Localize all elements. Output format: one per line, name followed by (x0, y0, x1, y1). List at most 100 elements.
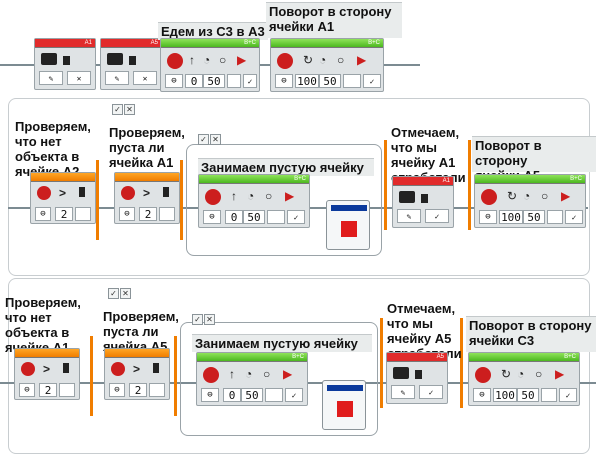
compare-block-a1[interactable]: > ⊖ 2 (14, 348, 80, 400)
steer-input[interactable]: 100 (295, 74, 319, 88)
move-block-occupy-row3[interactable]: B+C ↑ ◔ ○ ▶ ⊖ 0 50 ✓ (196, 352, 308, 406)
write-mode-icon[interactable]: ✎ (105, 71, 129, 85)
mode-dial-icon[interactable]: ⊖ (275, 74, 293, 88)
brake-toggle[interactable]: ✓ (287, 210, 305, 224)
variable-block-a5[interactable]: A5 ✎ ✕ (100, 38, 162, 90)
block-port-tag: B+C (368, 40, 380, 46)
mode-dial-icon[interactable]: ⊖ (473, 388, 491, 402)
loop-condition-false[interactable]: ✕ (124, 104, 135, 115)
mode-dial-icon[interactable]: ⊖ (109, 383, 125, 397)
output-port[interactable] (159, 207, 175, 221)
output-port[interactable] (59, 383, 75, 397)
move-tank-block[interactable]: B+C ↑ ◔ ○ ▶ ⊖ 0 50 ✓ (160, 38, 260, 92)
duration-input[interactable] (547, 210, 563, 224)
move-block-occupy-row2[interactable]: B+C ↑ ◔ ○ ▶ ⊖ 0 50 ✓ (198, 174, 310, 228)
compare-block-a2[interactable]: > ⊖ 2 (30, 172, 96, 224)
duration-input[interactable] (227, 74, 241, 88)
switch-case-false[interactable]: ✕ (210, 134, 221, 145)
threshold-input[interactable]: 2 (39, 383, 57, 397)
sensor-icon (37, 186, 51, 200)
mode-dial-icon[interactable]: ⊖ (201, 388, 219, 402)
value-icon[interactable]: ✕ (133, 71, 157, 85)
arrow-up-icon: ↑ (229, 367, 235, 381)
stop-icon: ▶ (237, 53, 247, 67)
output-port[interactable] (149, 383, 165, 397)
comment-mark-a5: Отмечаем, что мы ячейку А5 отработали (387, 301, 462, 361)
write-mode-icon[interactable]: ✎ (391, 385, 415, 399)
power-input[interactable]: 50 (203, 74, 225, 88)
block-header: B+C (199, 175, 309, 184)
steer-input[interactable]: 100 (499, 210, 523, 224)
loop-condition-false[interactable]: ✕ (120, 288, 131, 299)
brake-toggle[interactable]: ✓ (285, 388, 303, 402)
block-port-tag: B+C (294, 176, 306, 182)
compare-block-free-a5[interactable]: > ⊖ 2 (104, 348, 170, 400)
write-mode-icon[interactable]: ✎ (39, 71, 63, 85)
brake-toggle[interactable]: ✓ (559, 388, 577, 402)
timer-icon: ◔ (247, 189, 255, 203)
loop-condition-true[interactable]: ✓ (112, 104, 123, 115)
power-input[interactable]: 50 (523, 210, 545, 224)
variable-block-a1[interactable]: A1 ✎ ✕ (34, 38, 96, 90)
threshold-input[interactable]: 2 (55, 207, 73, 221)
value-icon[interactable]: ✓ (425, 209, 449, 223)
turn-block-a1[interactable]: B+C ↻ ◔ ○ ▶ ⊖ 100 50 ✓ (270, 38, 384, 92)
threshold-input[interactable]: 2 (129, 383, 147, 397)
mode-dial-icon[interactable]: ⊖ (479, 210, 497, 224)
steer-input[interactable]: 0 (223, 388, 241, 402)
write-mode-icon[interactable]: ✎ (397, 209, 421, 223)
steer-input[interactable]: 0 (225, 210, 243, 224)
duration-input[interactable] (267, 210, 285, 224)
motor-icon (481, 189, 497, 205)
switch-case-false[interactable]: ✕ (204, 314, 215, 325)
block-port-tag: A1 (84, 40, 92, 46)
block-port-tag: A1 (442, 178, 450, 184)
comment-turn-a1: Поворот в сторону ячейки А1 (266, 2, 402, 38)
brake-toggle[interactable]: ✓ (243, 74, 257, 88)
switch-seam (180, 160, 183, 240)
steer-input[interactable]: 100 (493, 388, 517, 402)
stop-square-icon (341, 221, 357, 237)
duration-input[interactable] (541, 388, 557, 402)
mode-dial-icon[interactable]: ⊖ (203, 210, 221, 224)
timer-icon: ◔ (245, 367, 253, 381)
mode-dial-icon[interactable]: ⊖ (165, 74, 183, 88)
output-port[interactable] (75, 207, 91, 221)
compare-block-free-a1[interactable]: > ⊖ 2 (114, 172, 180, 224)
sensor-icon (111, 362, 125, 376)
value-icon[interactable]: ✓ (419, 385, 443, 399)
value-icon[interactable]: ✕ (67, 71, 91, 85)
turn-block-a5[interactable]: B+C ↻ ◔ ○ ▶ ⊖ 100 50 ✓ (474, 174, 586, 228)
duration-input[interactable] (343, 74, 361, 88)
mode-dial-icon[interactable]: ⊖ (35, 207, 51, 221)
power-input[interactable]: 50 (241, 388, 263, 402)
power-input[interactable]: 50 (517, 388, 539, 402)
data-icon (415, 370, 422, 379)
steer-input[interactable]: 0 (185, 74, 203, 88)
switch-case-true[interactable]: ✓ (192, 314, 203, 325)
sensor-port-icon (63, 363, 69, 373)
stop-program-block[interactable] (326, 200, 370, 250)
power-input[interactable]: 50 (319, 74, 341, 88)
brake-toggle[interactable]: ✓ (363, 74, 381, 88)
turn-block-c3[interactable]: B+C ↻ ◔ ○ ▶ ⊖ 100 50 ✓ (468, 352, 580, 406)
stop-program-block[interactable] (322, 380, 366, 430)
block-header: A5 (101, 39, 161, 48)
loop-condition-true[interactable]: ✓ (108, 288, 119, 299)
stop-icon: ▶ (555, 367, 565, 381)
mode-dial-icon[interactable]: ⊖ (119, 207, 135, 221)
variable-block-mark-a5[interactable]: A5 ✎ ✓ (386, 352, 448, 404)
brake-icon: ○ (535, 367, 543, 381)
switch-case-true[interactable]: ✓ (198, 134, 209, 145)
mode-dial-icon[interactable]: ⊖ (19, 383, 35, 397)
sensor-icon (21, 362, 35, 376)
comment-turn-a5: Поворот в сторону ячейки А5 (472, 136, 596, 183)
threshold-input[interactable]: 2 (139, 207, 157, 221)
stop-icon: ▶ (283, 367, 293, 381)
duration-input[interactable] (265, 388, 283, 402)
brake-toggle[interactable]: ✓ (565, 210, 583, 224)
power-input[interactable]: 50 (243, 210, 265, 224)
variable-block-mark-a1[interactable]: A1 ✎ ✓ (392, 176, 454, 228)
data-icon (63, 56, 70, 65)
brake-icon: ○ (263, 367, 271, 381)
